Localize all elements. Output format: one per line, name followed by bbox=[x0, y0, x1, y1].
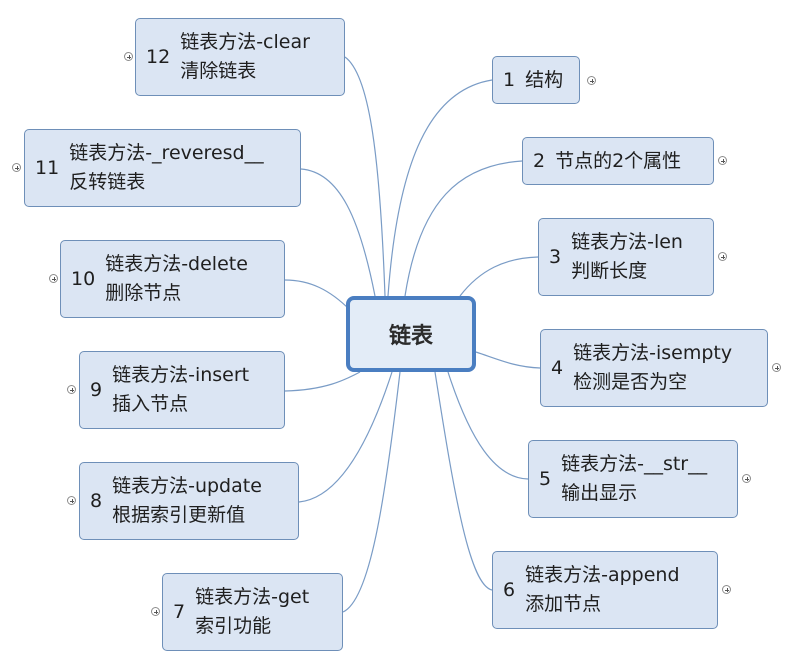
topic-11[interactable]: 11 链表方法-_reveresd__ 反转链表 bbox=[24, 129, 301, 207]
link-topic-10 bbox=[284, 279, 351, 311]
central-topic[interactable]: 链表 bbox=[346, 296, 476, 372]
plus-circle-icon[interactable] bbox=[12, 163, 21, 172]
topic-subtitle: 插入节点 bbox=[112, 393, 189, 415]
topic-8[interactable]: 8 链表方法-update 根据索引更新值 bbox=[79, 462, 299, 540]
topic-10[interactable]: 10 链表方法-delete 删除节点 bbox=[60, 240, 285, 318]
topic-title: 链表方法-_reveresd__ bbox=[69, 142, 264, 164]
topic-title: 链表方法-clear bbox=[180, 31, 310, 53]
topic-number: 1 bbox=[503, 68, 516, 91]
topic-number: 4 bbox=[551, 356, 564, 379]
link-topic-5 bbox=[447, 371, 529, 480]
topic-subtitle: 输出显示 bbox=[561, 482, 638, 504]
topic-subtitle: 反转链表 bbox=[69, 171, 146, 193]
plus-circle-icon[interactable] bbox=[718, 156, 727, 165]
topic-6[interactable]: 6 链表方法-append 添加节点 bbox=[492, 551, 718, 629]
topic-subtitle: 清除链表 bbox=[180, 60, 257, 82]
topic-subtitle: 删除节点 bbox=[105, 282, 182, 304]
link-topic-3 bbox=[459, 256, 539, 297]
topic-subtitle: 判断长度 bbox=[571, 260, 648, 282]
topic-title: 链表方法-get bbox=[195, 586, 310, 608]
topic-title: 链表方法-delete bbox=[105, 253, 248, 275]
topic-number: 5 bbox=[539, 467, 552, 490]
topic-9[interactable]: 9 链表方法-insert 插入节点 bbox=[79, 351, 285, 429]
link-topic-8 bbox=[298, 371, 393, 503]
topic-7[interactable]: 7 链表方法-get 索引功能 bbox=[162, 573, 343, 651]
topic-subtitle: 索引功能 bbox=[195, 615, 272, 637]
link-topic-7 bbox=[342, 371, 401, 613]
topic-1[interactable]: 1 结构 bbox=[492, 56, 580, 104]
link-topic-2 bbox=[404, 160, 523, 297]
link-topic-1 bbox=[387, 79, 493, 297]
link-topic-9 bbox=[284, 371, 361, 392]
topic-title: 链表方法-isempty bbox=[573, 342, 733, 364]
topic-title: 结构 bbox=[525, 68, 564, 91]
topic-title: 链表方法-append bbox=[525, 564, 680, 586]
topic-title: 节点的2个属性 bbox=[555, 149, 682, 172]
plus-circle-icon[interactable] bbox=[151, 607, 160, 616]
plus-circle-icon[interactable] bbox=[67, 496, 76, 505]
topic-number: 11 bbox=[35, 156, 60, 179]
link-topic-11 bbox=[300, 168, 376, 297]
topic-title: 链表方法-len bbox=[571, 231, 683, 253]
topic-2[interactable]: 2 节点的2个属性 bbox=[522, 137, 714, 185]
topic-number: 10 bbox=[71, 267, 96, 290]
topic-12[interactable]: 12 链表方法-clear 清除链表 bbox=[135, 18, 345, 96]
plus-circle-icon[interactable] bbox=[124, 52, 133, 61]
topic-number: 2 bbox=[533, 149, 546, 172]
topic-number: 9 bbox=[90, 378, 103, 401]
topic-subtitle: 检测是否为空 bbox=[573, 371, 688, 393]
link-topic-4 bbox=[475, 351, 541, 369]
topic-number: 8 bbox=[90, 489, 103, 512]
topic-title: 链表方法-__str__ bbox=[561, 453, 708, 475]
plus-circle-icon[interactable] bbox=[718, 252, 727, 261]
link-topic-12 bbox=[344, 56, 386, 297]
topic-number: 3 bbox=[549, 245, 562, 268]
topic-5[interactable]: 5 链表方法-__str__ 输出显示 bbox=[528, 440, 738, 518]
topic-subtitle: 添加节点 bbox=[525, 593, 602, 615]
plus-circle-icon[interactable] bbox=[587, 76, 596, 85]
topic-3[interactable]: 3 链表方法-len 判断长度 bbox=[538, 218, 714, 296]
plus-circle-icon[interactable] bbox=[742, 474, 751, 483]
plus-circle-icon[interactable] bbox=[772, 363, 781, 372]
topic-number: 12 bbox=[146, 45, 171, 68]
topic-number: 7 bbox=[173, 600, 186, 623]
plus-circle-icon[interactable] bbox=[67, 385, 76, 394]
topic-4[interactable]: 4 链表方法-isempty 检测是否为空 bbox=[540, 329, 768, 407]
topic-title: 链表方法-insert bbox=[112, 364, 250, 386]
topic-number: 6 bbox=[503, 578, 516, 601]
central-topic-label: 链表 bbox=[388, 324, 433, 349]
plus-circle-icon[interactable] bbox=[49, 274, 58, 283]
plus-circle-icon[interactable] bbox=[722, 585, 731, 594]
link-topic-6 bbox=[434, 371, 493, 591]
topic-title: 链表方法-update bbox=[112, 475, 262, 497]
topic-subtitle: 根据索引更新值 bbox=[112, 504, 246, 526]
